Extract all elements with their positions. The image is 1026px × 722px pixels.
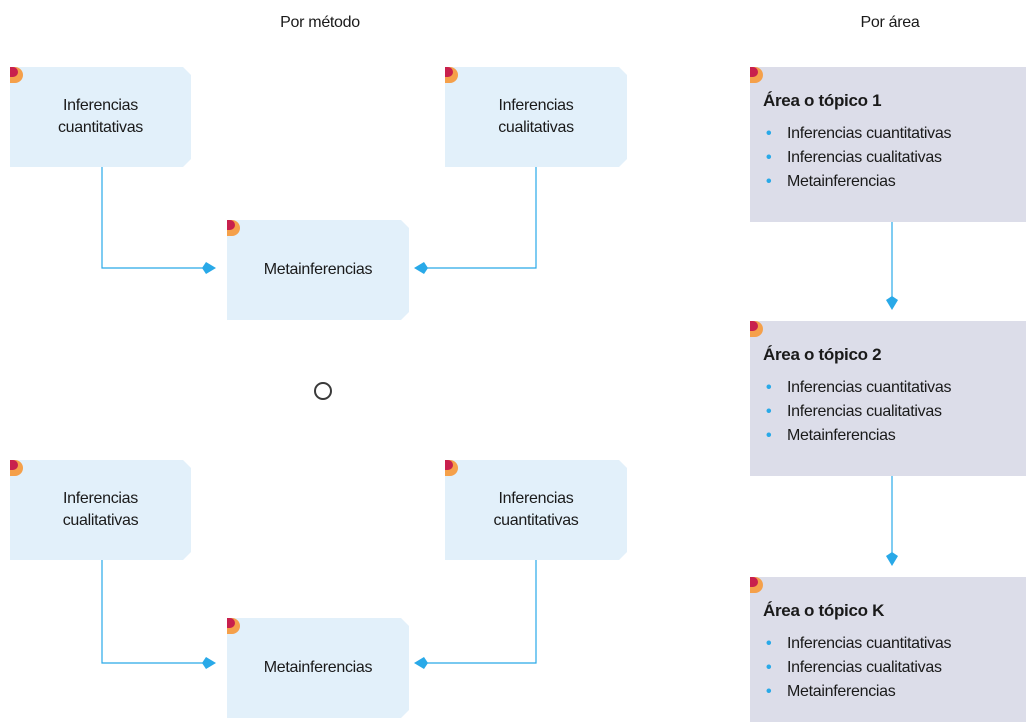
- area-title: Área o tópico 2: [763, 345, 882, 364]
- corner-curl-icon: [445, 67, 458, 83]
- list-item-label: Inferencias cualitativas: [787, 659, 942, 676]
- box-label: Metainferencias: [263, 659, 373, 676]
- list-item: • Inferencias cuantitativas: [763, 376, 951, 400]
- corner-curl-icon: [227, 618, 240, 634]
- list-item: • Metainferencias: [763, 170, 951, 194]
- arrowhead: [202, 262, 216, 274]
- bullet-icon: •: [766, 635, 772, 652]
- area-title: Área o tópico 1: [763, 91, 882, 110]
- area-box-1: Área o tópico 1 • Inferencias cuantitativ…: [750, 67, 1026, 222]
- bullet-icon: •: [766, 683, 772, 700]
- arrowhead: [414, 657, 428, 669]
- box-label: Inferencias cuantitativas: [493, 490, 579, 529]
- area-box-k: Área o tópico K • Inferencias cuantitativ…: [750, 577, 1026, 722]
- bullet-icon: •: [766, 173, 772, 190]
- bullet-icon: •: [766, 149, 772, 166]
- box-inferencias-cuantitativas: Inferencias cuantitativas: [445, 460, 627, 560]
- box-label: Inferencias cualitativas: [62, 490, 139, 529]
- area-list: • Inferencias cuantitativas • Inferencias …: [763, 632, 951, 704]
- box-label: Inferencias cuantitativas: [57, 97, 144, 136]
- box-inferencias-cualitativas: Inferencias cualitativas: [10, 460, 191, 560]
- corner-curl-icon: [10, 460, 23, 476]
- list-item: • Inferencias cualitativas: [763, 400, 951, 424]
- bullet-icon: •: [766, 427, 772, 444]
- header-por-metodo: Por método: [280, 14, 360, 31]
- bullet-icon: •: [766, 125, 772, 142]
- box-inferencias-cuantitativas: Inferencias cuantitativas: [10, 67, 191, 167]
- header-por-area: Por área: [860, 14, 920, 31]
- arrowhead: [886, 552, 898, 566]
- arrowhead: [414, 262, 428, 274]
- bullet-icon: •: [766, 403, 772, 420]
- list-item: • Metainferencias: [763, 680, 951, 704]
- area-list: • Inferencias cuantitativas • Inferencias …: [763, 376, 951, 448]
- list-item-label: Metainferencias: [787, 173, 896, 190]
- corner-curl-icon: [750, 577, 763, 593]
- area-title: Área o tópico K: [763, 601, 885, 620]
- box-metainferencias: Metainferencias: [227, 220, 409, 320]
- list-item: • Inferencias cualitativas: [763, 146, 951, 170]
- list-item: • Metainferencias: [763, 424, 951, 448]
- area-list: • Inferencias cuantitativas • Inferencias …: [763, 122, 951, 194]
- list-item: • Inferencias cuantitativas: [763, 122, 951, 146]
- box-inferencias-cualitativas: Inferencias cualitativas: [445, 67, 627, 167]
- list-item: • Inferencias cuantitativas: [763, 632, 951, 656]
- corner-curl-icon: [445, 460, 458, 476]
- list-item-label: Inferencias cualitativas: [787, 403, 942, 420]
- bullet-icon: •: [766, 379, 772, 396]
- corner-curl-icon: [750, 67, 763, 83]
- list-item-label: Metainferencias: [787, 427, 896, 444]
- list-item-label: Inferencias cualitativas: [787, 149, 942, 166]
- list-item-label: Inferencias cuantitativas: [787, 635, 952, 652]
- list-item-label: Inferencias cuantitativas: [787, 125, 952, 142]
- or-circle-icon: [314, 382, 332, 400]
- area-box-2: Área o tópico 2 • Inferencias cuantitativ…: [750, 321, 1026, 476]
- list-item-label: Inferencias cuantitativas: [787, 379, 952, 396]
- corner-curl-icon: [750, 321, 763, 337]
- bullet-icon: •: [766, 659, 772, 676]
- arrowhead: [886, 296, 898, 310]
- list-item: • Inferencias cualitativas: [763, 656, 951, 680]
- box-label: Inferencias cualitativas: [498, 97, 574, 136]
- box-label: Metainferencias: [263, 261, 373, 278]
- corner-curl-icon: [227, 220, 240, 236]
- box-metainferencias: Metainferencias: [227, 618, 409, 718]
- list-item-label: Metainferencias: [787, 683, 896, 700]
- corner-curl-icon: [10, 67, 23, 83]
- arrowhead: [202, 657, 216, 669]
